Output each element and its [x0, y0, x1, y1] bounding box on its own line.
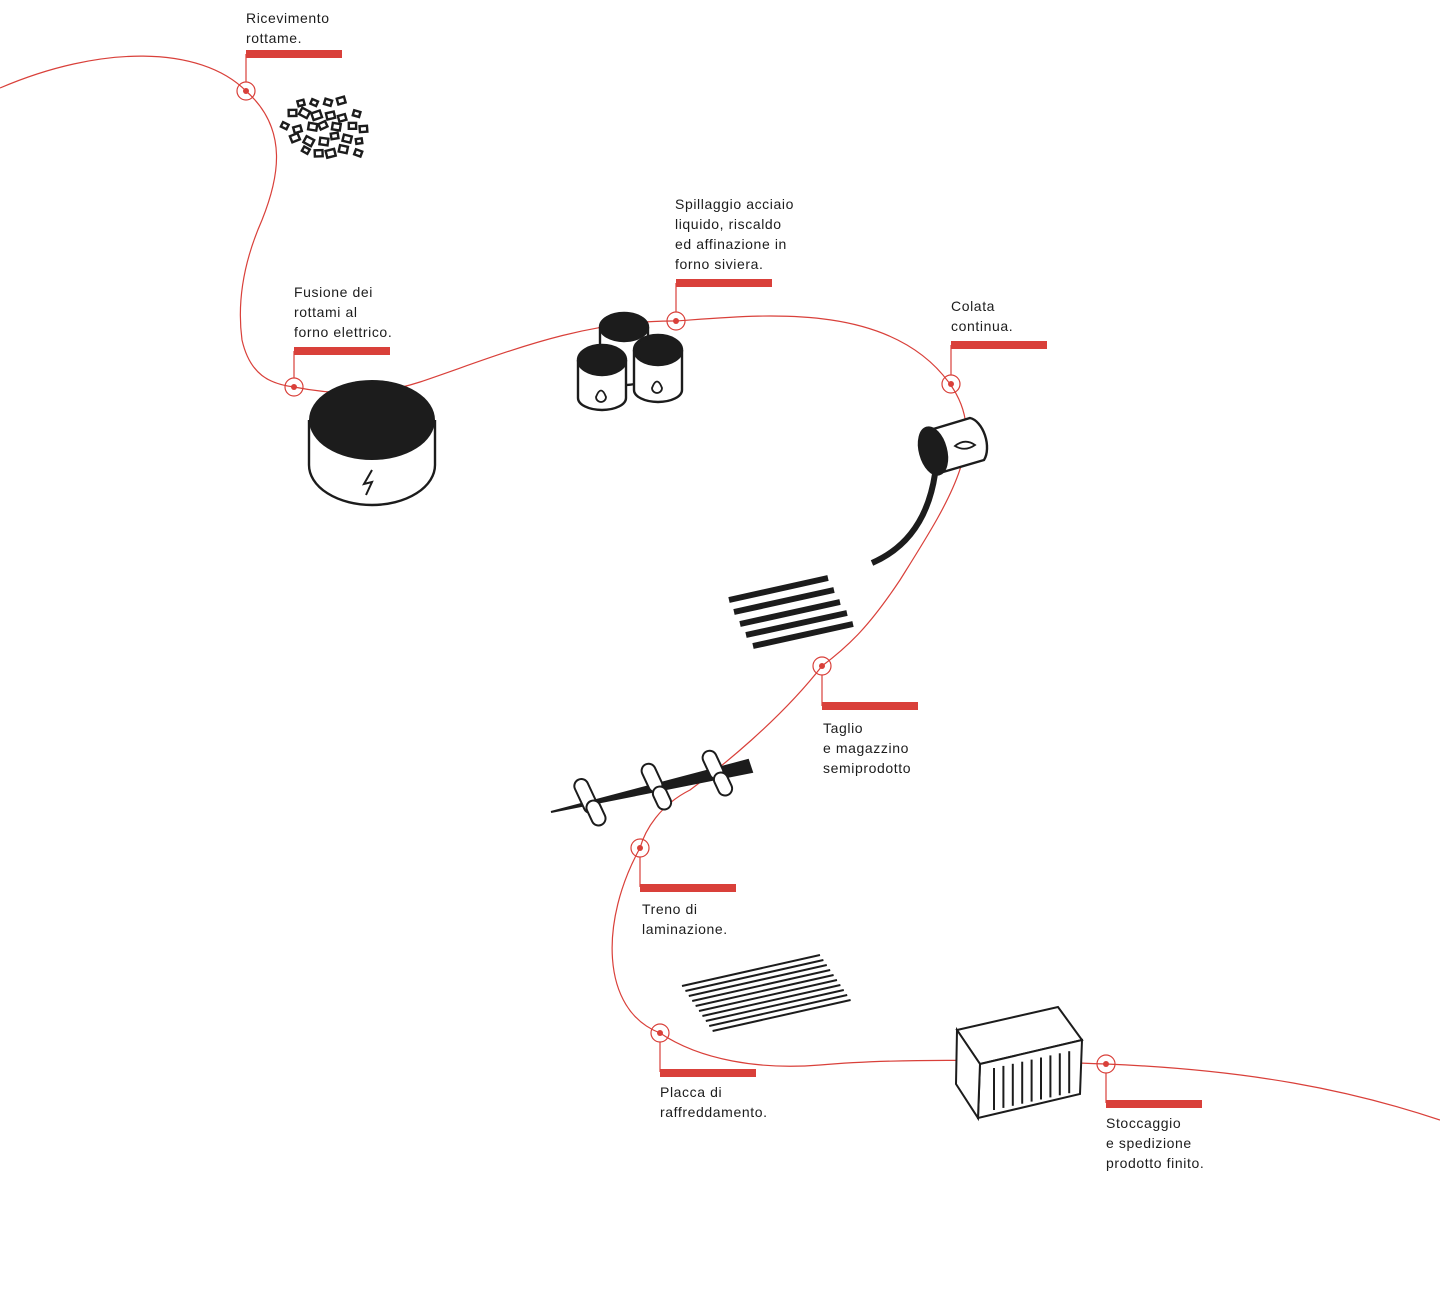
step-bar-2 — [294, 347, 390, 355]
step-marker-8 — [1096, 1054, 1116, 1103]
step-label-8: Stoccaggio e spedizione prodotto finito. — [1106, 1115, 1205, 1171]
cooling-bar — [705, 989, 845, 1022]
step-label-7: Placca di raffreddamento. — [660, 1084, 768, 1120]
step-bar-5 — [822, 702, 918, 710]
step-label-4: Colata continua. — [951, 298, 1014, 334]
scrap-piece — [279, 120, 291, 131]
scrap-piece — [288, 131, 302, 144]
scrap-piece — [318, 136, 330, 147]
step-bar-3 — [676, 279, 772, 287]
scrap-piece — [316, 119, 330, 132]
scrap-pile-icon — [279, 95, 369, 160]
ladle-furnace-icon — [576, 311, 684, 412]
scrap-piece — [324, 147, 338, 160]
continuous-casting-icon — [870, 416, 989, 566]
step-bar-6 — [640, 884, 736, 892]
scrap-piece — [324, 110, 337, 121]
cooling-bar — [702, 984, 841, 1017]
process-path-line — [0, 55, 1440, 1121]
scrap-piece — [295, 98, 307, 108]
step-marker-1 — [236, 54, 256, 101]
scrap-piece — [313, 148, 324, 158]
rolling-mill-icon — [550, 749, 754, 827]
step-marker-6 — [630, 838, 650, 887]
step-marker-7 — [650, 1023, 670, 1072]
billets-icon — [728, 575, 854, 649]
container-icon — [954, 1005, 1084, 1122]
cooling-bar — [695, 974, 834, 1007]
scrap-piece — [347, 121, 358, 131]
cooling-bar — [685, 959, 824, 992]
scrap-piece — [336, 112, 348, 124]
scrap-piece — [322, 97, 334, 108]
scrap-piece — [337, 143, 350, 155]
step-marker-3 — [666, 283, 686, 331]
step-label-2: Fusione dei rottami al forno elettrico. — [294, 284, 393, 340]
step-label-6: Treno di laminazione. — [642, 901, 728, 937]
scrap-piece — [309, 108, 324, 122]
scrap-piece — [287, 108, 298, 118]
scrap-piece — [329, 131, 340, 141]
scrap-piece — [340, 133, 354, 145]
step-marker-2 — [284, 351, 304, 397]
step-label-1: Ricevimento rottame. — [246, 10, 330, 46]
step-bar-1 — [246, 50, 342, 58]
cooling-bed-icon — [681, 954, 851, 1032]
scrap-piece — [335, 95, 348, 106]
scrap-piece — [297, 106, 312, 120]
scrap-piece — [354, 136, 364, 146]
cooling-bar — [698, 979, 838, 1012]
scrap-piece — [352, 147, 364, 159]
scrap-piece — [301, 134, 316, 148]
step-marker-4 — [941, 345, 961, 394]
cooling-bar — [691, 969, 831, 1002]
scrap-piece — [351, 108, 362, 119]
scrap-piece — [330, 121, 343, 132]
cooling-bar — [708, 994, 848, 1027]
scrap-piece — [308, 97, 320, 108]
electric-furnace-icon — [307, 380, 437, 507]
step-bar-7 — [660, 1069, 756, 1077]
scrap-piece — [306, 121, 319, 132]
cooling-bar — [681, 954, 821, 987]
step-label-3: Spillaggio acciaio liquido, riscaldo ed … — [675, 196, 794, 272]
cooling-bar — [712, 999, 851, 1032]
scrap-piece — [358, 124, 369, 134]
scrap-piece — [300, 144, 312, 156]
step-marker-5 — [812, 656, 832, 706]
step-label-5: Taglio e magazzino semiprodotto — [823, 720, 912, 776]
step-bar-8 — [1106, 1100, 1202, 1108]
cooling-bar — [688, 964, 828, 997]
step-bar-4 — [951, 341, 1047, 349]
